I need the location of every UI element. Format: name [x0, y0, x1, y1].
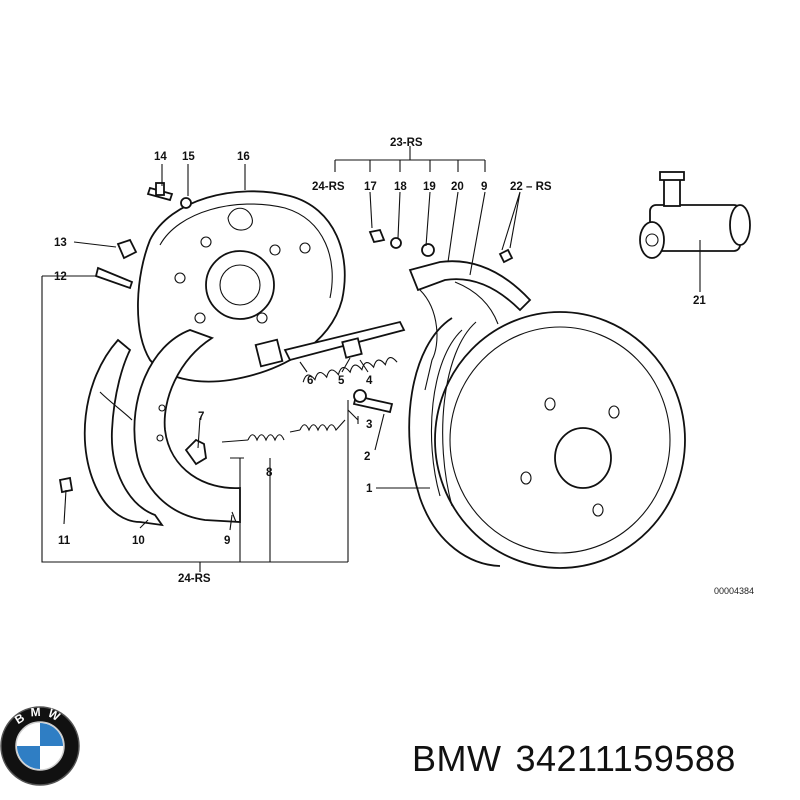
brand-name: BMW	[412, 738, 502, 779]
callout-6: 6	[307, 375, 313, 387]
bmw-logo: BMW	[0, 705, 80, 786]
callout-7: 7	[198, 411, 204, 423]
callout-8: 8	[266, 467, 273, 479]
hold-down-clip	[184, 438, 207, 466]
park-brake-lever	[408, 260, 532, 391]
callout-1: 1	[366, 483, 373, 495]
callout-9-bottom: 9	[224, 535, 230, 547]
callout-19: 19	[423, 181, 436, 193]
brand-caption: BMW 34211159588	[412, 738, 750, 780]
callout-24-rs-bottom: 24-RS	[178, 573, 211, 585]
brake-shoe-outer	[83, 338, 164, 527]
hardware	[58, 182, 514, 494]
callout-15: 15	[182, 151, 195, 163]
brake-drum	[408, 311, 686, 569]
callout-16: 16	[237, 151, 250, 163]
callout-12: 12	[54, 271, 67, 283]
callout-14: 14	[154, 151, 167, 163]
leader-lines	[41, 146, 701, 572]
callout-11: 11	[58, 535, 71, 547]
brake-shoe-inner	[133, 329, 241, 523]
callout-13: 13	[54, 237, 67, 249]
callout-20: 20	[451, 181, 464, 193]
callout-10: 10	[132, 535, 145, 547]
callout-23-rs: 23-RS	[390, 137, 423, 149]
callout-3: 3	[366, 419, 372, 431]
callout-22-rs: 22 – RS	[510, 181, 552, 193]
part-number: 34211159588	[515, 738, 736, 779]
logo-quadrant-blue-1	[40, 723, 63, 746]
callout-17: 17	[364, 181, 377, 193]
callout-4: 4	[366, 375, 373, 387]
adjuster-strut	[254, 320, 406, 383]
callout-5: 5	[338, 375, 345, 387]
return-spring	[221, 419, 346, 443]
wheel-cylinder	[639, 171, 751, 259]
callout-18: 18	[394, 181, 407, 193]
callout-24-rs-top: 24-RS	[312, 181, 345, 193]
callout-21: 21	[693, 295, 706, 307]
callout-9-top: 9	[481, 181, 487, 193]
callout-labels: 1 2 3 4 5 6 7 8 9 9 10 11 12 13 14 15 16…	[54, 137, 754, 596]
logo-quadrant-blue-2	[17, 746, 40, 769]
callout-2: 2	[364, 451, 370, 463]
diagram-reference-number: 00004384	[714, 586, 754, 596]
